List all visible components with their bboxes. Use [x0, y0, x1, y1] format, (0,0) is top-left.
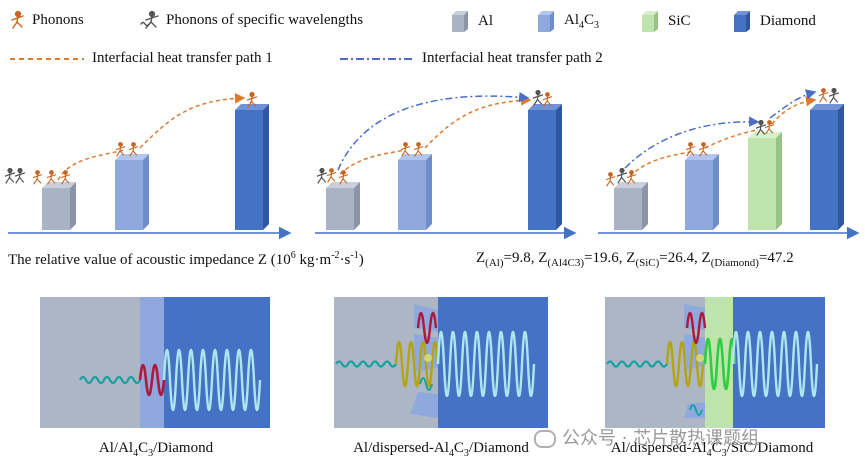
diamond-region-3 — [733, 297, 825, 428]
legend-phonons-specific-label: Phonons of specific wavelengths — [166, 11, 364, 28]
wave-teal-2 — [335, 360, 397, 368]
panel-3 — [598, 88, 860, 240]
bar-diamond-1 — [235, 104, 269, 230]
wave-red-3 — [685, 311, 707, 345]
dashed-line-icon — [10, 57, 84, 60]
legend-path2-label: Interfacial heat transfer path 2 — [422, 50, 603, 66]
legend-al-label: Al — [478, 12, 493, 29]
legend-phonons: Phonons — [8, 10, 84, 30]
dash-dot-line-icon — [340, 57, 414, 60]
bar-al-3 — [614, 182, 648, 230]
al-swatch — [452, 11, 468, 32]
wave-teal-3 — [606, 360, 668, 368]
wave-red-2 — [416, 311, 438, 345]
caption-1: Al/Al4C3/Diamond — [98, 440, 214, 459]
al4c3-particle-a — [414, 304, 438, 332]
legend-phonons-label: Phonons — [32, 11, 84, 28]
interface-panel-1 — [40, 297, 270, 428]
interface-panels — [40, 297, 825, 428]
path2-seg-b — [624, 116, 760, 169]
path1-seg-f — [704, 129, 759, 149]
legend-al: Al — [450, 10, 493, 32]
scatter-dot-3 — [696, 354, 704, 362]
wave-olive-3 — [665, 340, 705, 388]
legend-diamond: Diamond — [732, 10, 816, 32]
bar-diamond-2 — [528, 104, 562, 230]
interface-panel-2 — [334, 297, 548, 428]
path1-seg-e — [629, 151, 691, 177]
al-region-1 — [40, 297, 140, 428]
panel-2 — [315, 90, 577, 240]
legend-phonons-specific: Phonons of specific wavelengths — [140, 10, 363, 30]
bar-al4c3-1 — [115, 154, 149, 230]
bar-al-2 — [326, 182, 360, 230]
watermark: 公众号 · 芯片散热课题组 — [534, 424, 759, 450]
wechat-icon — [534, 430, 556, 448]
scatter-dot-2 — [424, 354, 432, 362]
bar-panels — [4, 88, 860, 240]
legend-sic-label: SiC — [668, 12, 691, 29]
path2-seg-c — [769, 89, 817, 119]
wave-light-3 — [731, 330, 819, 398]
legend-path1: Interfacial heat transfer path 1 — [10, 50, 273, 67]
sic-swatch — [642, 11, 658, 32]
impedance-label: The relative value of acoustic impedance… — [8, 250, 364, 268]
wave-light-1 — [162, 348, 262, 412]
path1-seg-b — [139, 93, 246, 149]
caption-3: Al/dispersed-Al4C3/SiC/Diamond — [610, 440, 814, 459]
wave-teal-2b — [419, 377, 433, 391]
bar-al-1 — [42, 182, 76, 230]
legend-diamond-label: Diamond — [760, 12, 816, 29]
interface-panel-3 — [605, 297, 825, 428]
al4c3-swatch — [538, 11, 554, 32]
legend-path1-label: Interfacial heat transfer path 1 — [92, 50, 273, 66]
bar-sic-3 — [748, 132, 782, 230]
bar-al4c3-3 — [685, 154, 719, 230]
wave-teal-3b — [689, 404, 703, 416]
legend-al4c3: Al4C3 — [536, 10, 599, 32]
phonon-icon — [11, 10, 24, 29]
path1-seg-d — [424, 95, 532, 149]
wave-red-1 — [138, 363, 166, 397]
path2-seg-a — [337, 91, 530, 171]
panel-1 — [4, 92, 292, 240]
legend-al4c3-label: Al4C3 — [564, 11, 600, 31]
bar-al4c3-2 — [398, 154, 432, 230]
specific-phonon-icon — [140, 10, 159, 29]
wave-green-3 — [703, 338, 737, 390]
wave-teal-1 — [79, 375, 141, 385]
legend-sic: SiC — [640, 10, 691, 32]
impedance-values: Z(Al)=9.8, Z(Al4C3)=19.6, Z(SiC)=26.4, Z… — [476, 250, 794, 269]
path1-seg-a — [57, 149, 125, 181]
diamond-swatch — [734, 11, 750, 32]
caption-2: Al/dispersed-Al4C3/Diamond — [353, 440, 529, 459]
al4c3-region-1 — [140, 297, 164, 428]
wave-olive-2 — [394, 340, 440, 388]
al4c3-particle-c — [410, 392, 438, 418]
legend-path2: Interfacial heat transfer path 2 — [340, 50, 603, 67]
path1-seg-c — [339, 149, 406, 175]
bar-diamond-3 — [810, 104, 844, 230]
wave-light-2 — [436, 330, 536, 398]
